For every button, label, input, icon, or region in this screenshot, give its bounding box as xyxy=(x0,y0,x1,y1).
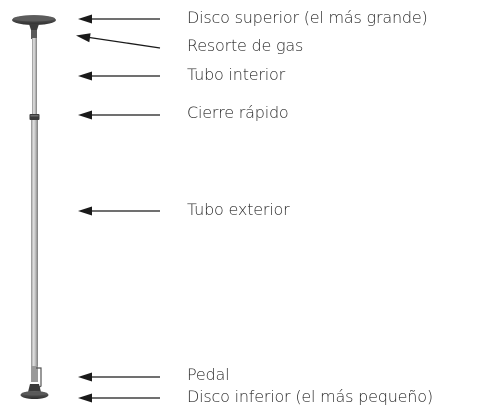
arrow-top-disc xyxy=(78,14,160,24)
label-top-disc: Disco superior (el más grande) xyxy=(187,8,428,27)
arrow-pedal xyxy=(78,372,160,382)
arrow-quick-lock xyxy=(78,110,160,120)
label-outer-tube: Tubo exterior xyxy=(187,200,290,219)
arrow-bottom-disc xyxy=(78,393,160,403)
arrow-inner-tube xyxy=(78,71,160,81)
outer-tube xyxy=(31,120,38,374)
top-disc xyxy=(12,15,56,30)
label-inner-tube: Tubo interior xyxy=(187,65,286,84)
label-gas-spring: Resorte de gas xyxy=(187,36,304,55)
bottom-disc xyxy=(20,384,49,399)
gas-spring xyxy=(31,30,37,39)
label-quick-lock: Cierre rápido xyxy=(187,103,289,122)
arrow-gas-spring xyxy=(76,33,161,49)
label-pedal: Pedal xyxy=(187,365,230,384)
label-bottom-disc: Disco inferior (el más pequeño) xyxy=(187,387,433,406)
arrow-outer-tube xyxy=(78,206,160,216)
quick-lock xyxy=(29,114,40,120)
inner-tube xyxy=(32,38,37,116)
